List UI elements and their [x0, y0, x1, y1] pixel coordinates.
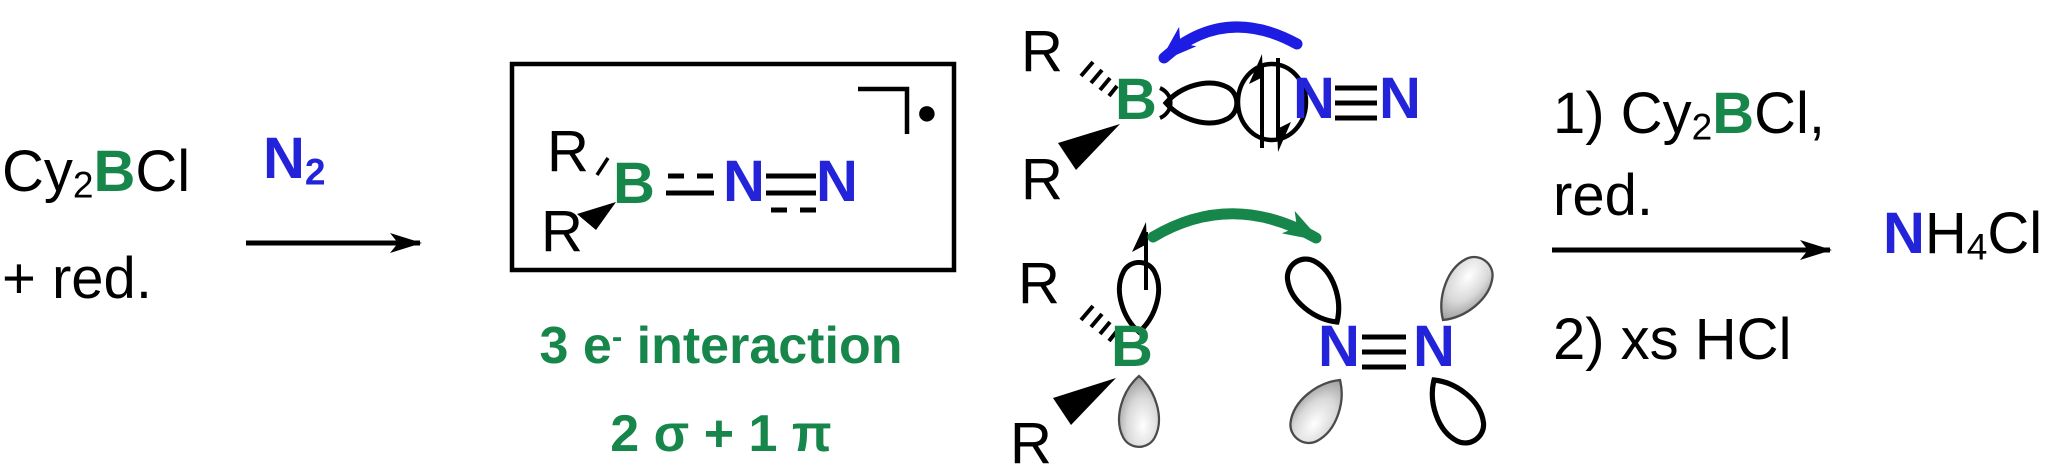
- step2-line1-suffix: Cl,: [1754, 81, 1825, 146]
- arrow1-n2-subscript: 2: [304, 150, 326, 193]
- hashed-wedge-bond: [1079, 60, 1119, 98]
- product-cl: Cl: [1987, 201, 2043, 266]
- caption-line1-prefix: 3 e: [539, 317, 612, 375]
- pi-star-lobe-bottom-right: [1429, 377, 1487, 446]
- boron-empty-orbital-lobe: [1162, 80, 1240, 126]
- bottom-diagram-nitrogen-right: N: [1413, 314, 1455, 379]
- reactant-subscript: 2: [72, 163, 94, 206]
- box-r-top: R: [547, 119, 589, 184]
- bottom-diagram-r-bottom: R: [1010, 411, 1052, 471]
- top-diagram-nitrogen-right: N: [1379, 66, 1421, 131]
- bottom-orbital-diagram-graphics: [1053, 208, 1494, 448]
- caption-line1-superscript: -: [611, 319, 623, 355]
- top-diagram-boron-atom: B: [1115, 67, 1157, 132]
- electron-pair-arrows: [1249, 54, 1291, 152]
- reactant-formula: Cy2BCl: [2, 143, 190, 204]
- n2-triple-bond-bottom: [1362, 334, 1406, 370]
- reactant-boron-atom: B: [93, 139, 136, 204]
- caption-line2: 2 σ + 1 π: [610, 405, 832, 463]
- intermediate-box: [509, 61, 957, 273]
- product-h: H: [1924, 201, 1967, 266]
- top-orbital-diagram-graphics: [1058, 21, 1377, 170]
- radical-dot-icon: ●: [916, 91, 938, 132]
- step2-line1-subscript: 2: [1691, 105, 1713, 148]
- step2-reagent-line3: 2) xs HCl: [1553, 307, 1792, 372]
- hashed-wedge-bond: [1079, 304, 1119, 343]
- pi-star-lobe-top-right-shaded: [1440, 255, 1494, 322]
- solid-wedge-bond: [1053, 378, 1116, 425]
- pi-star-lobe-top-left: [1284, 256, 1342, 325]
- caption-line1: 3 e- interaction: [540, 320, 903, 372]
- top-diagram-r-bottom: R: [1021, 147, 1063, 212]
- bottom-diagram-boron-atom: B: [1111, 314, 1153, 379]
- step2-reagent-line2: red.: [1553, 163, 1653, 228]
- solid-wedge-bond: [1058, 124, 1120, 170]
- reactant-prefix: Cy: [2, 139, 73, 204]
- box-nitrogen-outer: N: [816, 149, 858, 214]
- box-nitrogen-inner: N: [723, 149, 765, 214]
- nitrogen-lone-pair-lobe: [1235, 61, 1309, 143]
- box-structure-bonds: [577, 157, 816, 230]
- r-top-bond: [595, 157, 610, 176]
- radical-bracket-icon: [858, 86, 910, 134]
- boron-orbital-back-lobe: [1159, 86, 1173, 120]
- product-subscript: 4: [1966, 225, 1988, 268]
- top-diagram-r-top: R: [1021, 19, 1063, 84]
- back-donation-arrow-green: [1147, 208, 1322, 244]
- step2-line1-prefix: 1) Cy: [1553, 81, 1692, 146]
- box-r-bottom: R: [541, 199, 583, 264]
- box-boron-atom: B: [613, 151, 655, 216]
- intermediate-box-frame: [509, 61, 957, 273]
- step2-line1-boron: B: [1712, 81, 1755, 146]
- arrow1-n2-label: N: [263, 126, 305, 191]
- n2-triple-bond-top: [1335, 85, 1377, 121]
- single-electron-arrow: [1132, 222, 1148, 290]
- product-nitrogen-atom: N: [1883, 201, 1925, 266]
- reactant-suffix: Cl: [135, 139, 191, 204]
- boron-somo-lower-lobe-shaded: [1118, 374, 1160, 448]
- top-diagram-nitrogen-left: N: [1293, 66, 1335, 131]
- electron-donation-arrow-blue: [1158, 21, 1303, 64]
- reactant-reductant: + red.: [2, 246, 152, 311]
- bottom-diagram-nitrogen-left: N: [1318, 314, 1360, 379]
- r-bottom-wedge-bond: [577, 202, 616, 230]
- bottom-diagram-r-top: R: [1018, 251, 1060, 316]
- step2-reagent-line1: 1) Cy2BCl,: [1553, 85, 1825, 146]
- product-formula: NH4Cl: [1883, 205, 2042, 266]
- caption-line1-suffix: interaction: [622, 317, 903, 375]
- boron-somo-upper-lobe: [1117, 259, 1161, 336]
- arrow1-reagent: N2: [263, 130, 326, 191]
- pi-star-lobe-bottom-left-shaded: [1289, 378, 1343, 445]
